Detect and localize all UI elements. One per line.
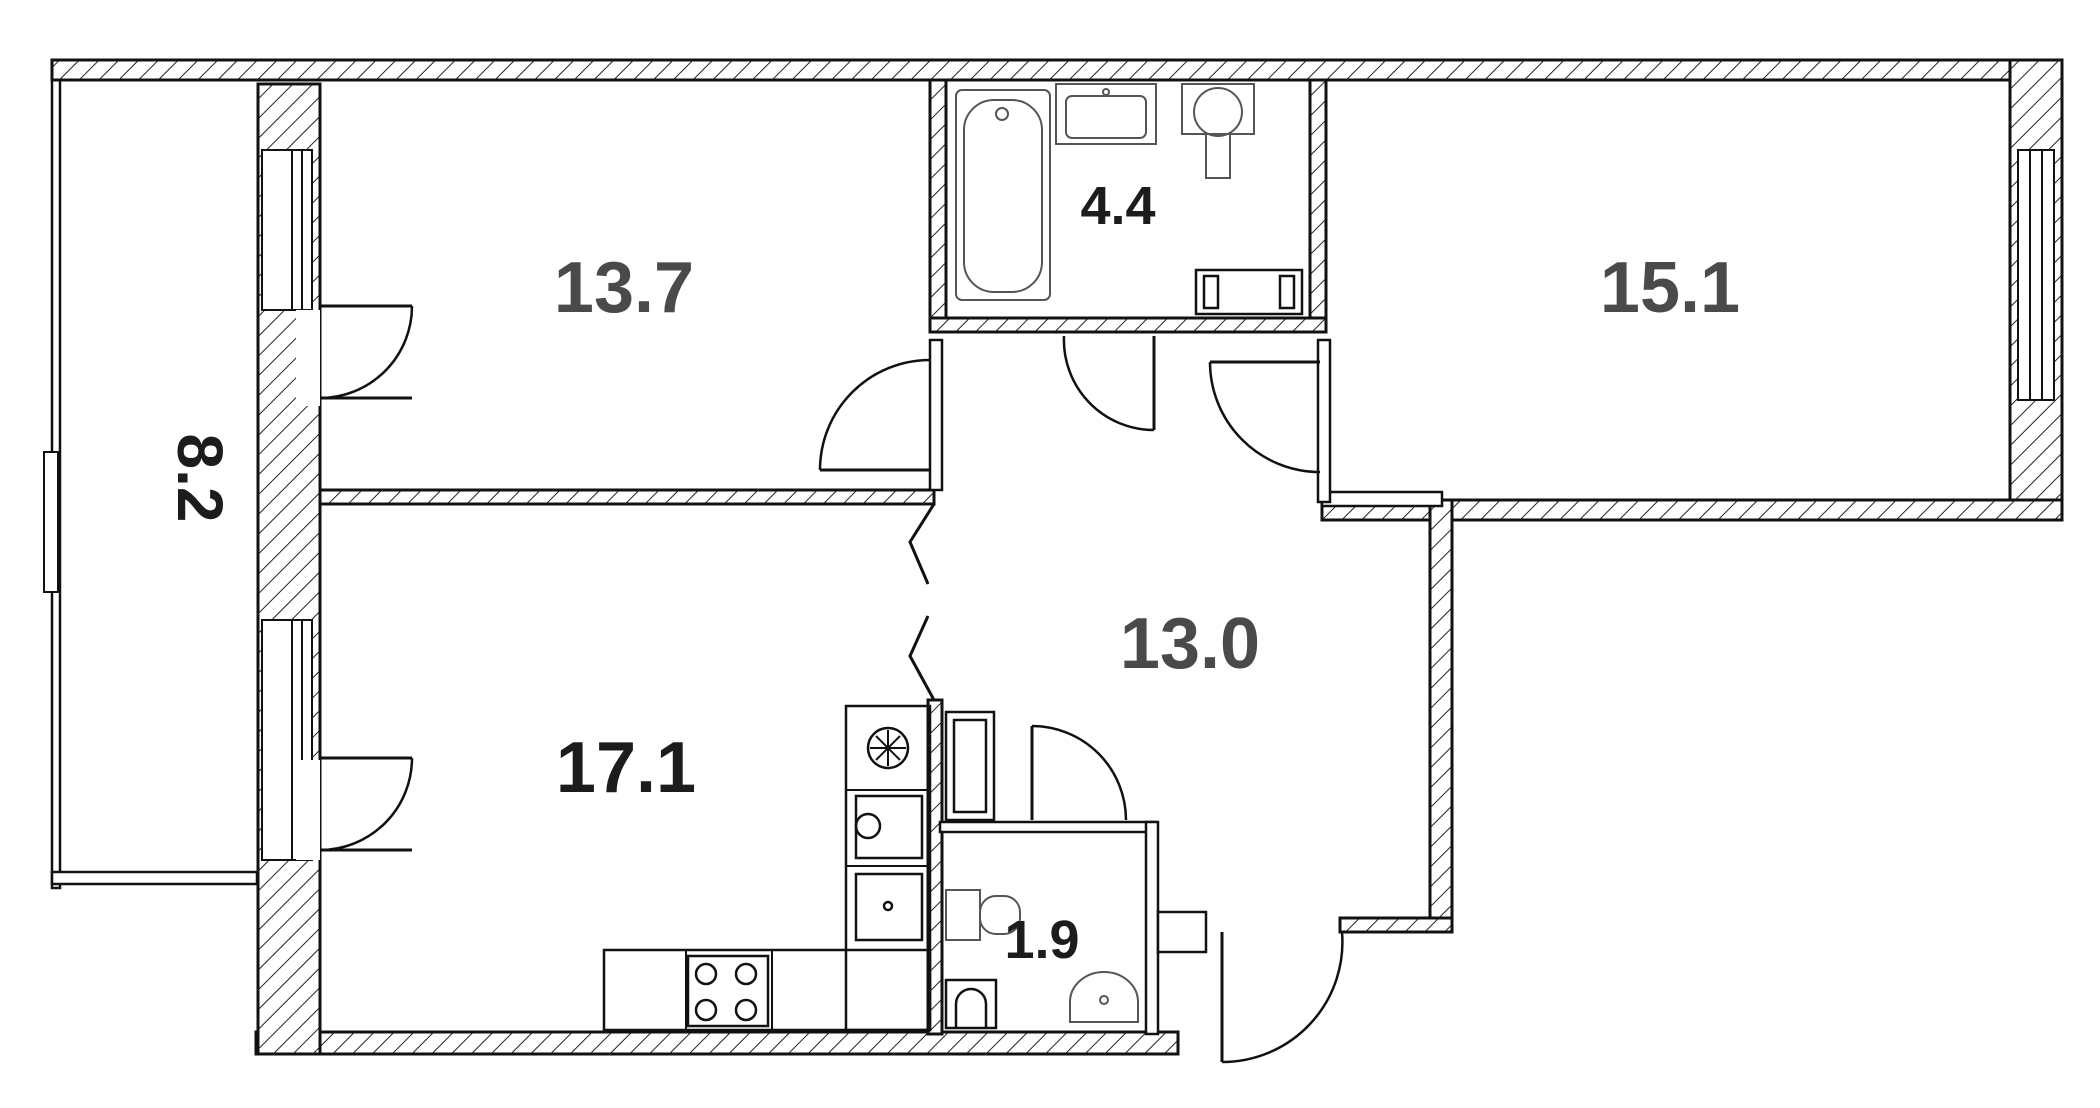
area-label: 13.7 (554, 248, 694, 328)
wc-toilet-icon (945, 889, 1021, 941)
balcony-window-icon (43, 451, 59, 593)
door-swing-icon (1062, 335, 1155, 432)
kitchen-counter (602, 704, 932, 1032)
door-swing-icon (1208, 361, 1321, 474)
door-swing-icon (1221, 931, 1344, 1064)
door-swing-icon (818, 358, 931, 471)
dishwasher-icon (854, 794, 924, 860)
doors (319, 304, 1344, 1064)
exterior-walls (50, 58, 2064, 1056)
area-label: 13.0 (1120, 604, 1260, 684)
door-swing-icon (319, 757, 414, 852)
area-label: 1.9 (1004, 910, 1079, 970)
bathroom-sink-icon (1055, 83, 1157, 145)
toilet-icon (1181, 83, 1255, 179)
interior-walls (318, 78, 1444, 1036)
window-right-icon (2017, 149, 2055, 401)
wc-sink-icon (1069, 971, 1139, 1023)
window-left-bottom-icon (261, 619, 313, 861)
kitchen-sink-icon (854, 872, 924, 942)
area-label: 8.2 (164, 434, 236, 523)
area-label: 17.1 (556, 728, 696, 808)
area-label: 4.4 (1080, 176, 1155, 236)
washing-machine-icon (1194, 268, 1304, 316)
bathtub-icon (955, 89, 1051, 301)
door-swing-icon (319, 305, 414, 400)
door-swing-icon (1031, 724, 1128, 821)
window-left-top-icon (261, 149, 313, 311)
cabinet-icon (944, 710, 996, 822)
stove-icon (686, 954, 770, 1028)
area-label: 15.1 (1600, 248, 1740, 328)
wc-boiler-icon (944, 978, 998, 1030)
fridge-icon (866, 726, 910, 770)
